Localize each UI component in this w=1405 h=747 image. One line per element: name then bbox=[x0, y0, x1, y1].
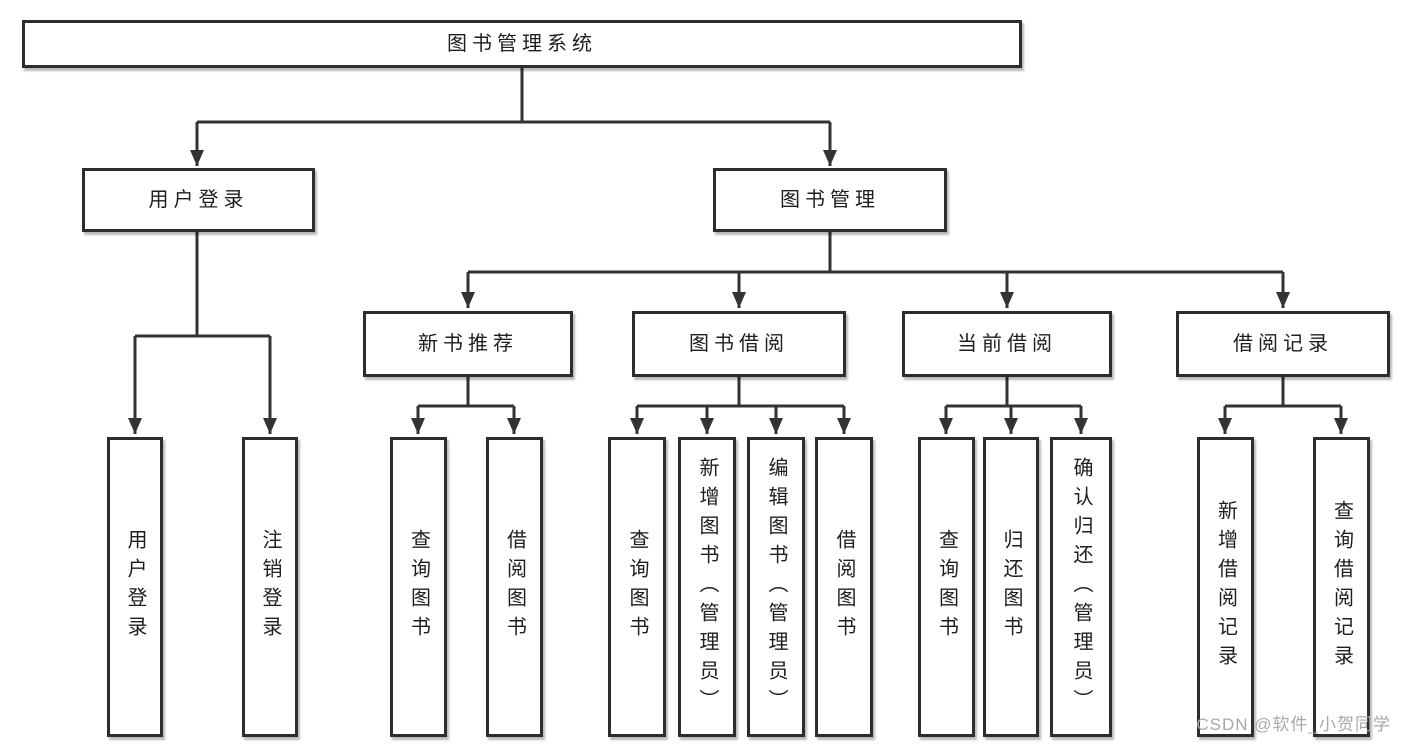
leaf-nb-borrow-books-label: 借阅图书 bbox=[503, 529, 526, 645]
leaf-user-login-label: 用户登录 bbox=[124, 529, 146, 645]
node-borrow-records-label: 借阅记录 bbox=[1233, 332, 1333, 355]
leaf-nb-query-books: 查询图书 bbox=[390, 437, 447, 737]
leaf-cb-return-books: 归还图书 bbox=[983, 437, 1039, 737]
leaf-cb-confirm-return-label: 确认归还（管理员） bbox=[1070, 456, 1092, 718]
node-book-mgmt-label: 图书管理 bbox=[780, 188, 880, 211]
leaf-bb-edit-books-label: 编辑图书（管理员） bbox=[765, 456, 787, 718]
leaf-br-query-record: 查询借阅记录 bbox=[1313, 437, 1370, 737]
leaf-br-query-record-label: 查询借阅记录 bbox=[1330, 500, 1353, 674]
leaf-bb-query-books: 查询图书 bbox=[608, 437, 666, 737]
watermark: CSDN @软件_小贺同学 bbox=[1196, 715, 1391, 734]
leaf-bb-borrow-books-label: 借阅图书 bbox=[833, 529, 855, 645]
leaf-cb-query-books-label: 查询图书 bbox=[935, 529, 958, 645]
leaf-logout: 注销登录 bbox=[242, 437, 298, 737]
node-current-borrow: 当前借阅 bbox=[902, 311, 1112, 377]
node-new-books: 新书推荐 bbox=[363, 311, 573, 377]
node-book-mgmt: 图书管理 bbox=[713, 168, 947, 232]
leaf-nb-query-books-label: 查询图书 bbox=[407, 529, 430, 645]
leaf-cb-confirm-return: 确认归还（管理员） bbox=[1050, 437, 1112, 737]
node-root: 图书管理系统 bbox=[22, 20, 1022, 68]
leaf-logout-label: 注销登录 bbox=[259, 529, 281, 645]
leaf-br-add-record: 新增借阅记录 bbox=[1197, 437, 1254, 737]
node-root-label: 图书管理系统 bbox=[447, 32, 597, 55]
node-book-borrow-label: 图书借阅 bbox=[689, 332, 789, 355]
node-user-login-label: 用户登录 bbox=[148, 188, 249, 211]
leaf-br-add-record-label: 新增借阅记录 bbox=[1214, 500, 1237, 674]
leaf-bb-edit-books: 编辑图书（管理员） bbox=[747, 437, 805, 737]
leaf-nb-borrow-books: 借阅图书 bbox=[486, 437, 543, 737]
leaf-bb-add-books-label: 新增图书（管理员） bbox=[696, 456, 718, 718]
leaf-cb-query-books: 查询图书 bbox=[918, 437, 975, 737]
node-book-borrow: 图书借阅 bbox=[632, 311, 846, 377]
leaf-cb-return-books-label: 归还图书 bbox=[1000, 529, 1022, 645]
node-user-login: 用户登录 bbox=[82, 168, 315, 232]
connector-trunks bbox=[135, 68, 1341, 408]
leaf-bb-add-books: 新增图书（管理员） bbox=[678, 437, 736, 737]
leaf-bb-query-books-label: 查询图书 bbox=[626, 529, 648, 645]
leaf-bb-borrow-books: 借阅图书 bbox=[815, 437, 873, 737]
node-borrow-records: 借阅记录 bbox=[1176, 311, 1390, 377]
leaf-user-login: 用户登录 bbox=[107, 437, 163, 737]
node-current-borrow-label: 当前借阅 bbox=[957, 332, 1057, 355]
node-new-books-label: 新书推荐 bbox=[418, 332, 518, 355]
